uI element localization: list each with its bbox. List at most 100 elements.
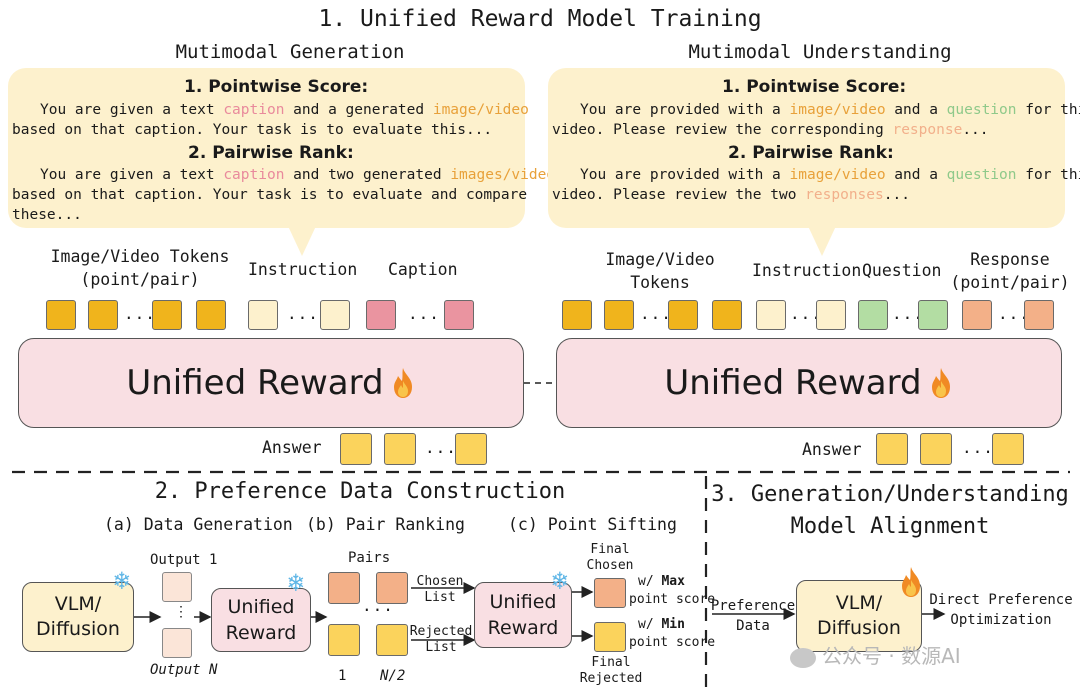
image-token [712, 300, 742, 330]
flame-icon [393, 368, 412, 398]
vertical-ellipsis: ⋮ [174, 604, 188, 620]
dpo-label: Direct Preference Optimization [929, 592, 1073, 628]
answer-token [992, 433, 1024, 465]
bubble-tail [808, 226, 836, 256]
output-1-label: Output 1 [150, 552, 218, 568]
watermark: 公众号 · 数源AI [790, 640, 961, 669]
left-pairwise-line2: based on that caption. Your task is to e… [12, 187, 528, 203]
image-token [668, 300, 698, 330]
output-n-label: Output N [150, 662, 218, 678]
left-pairwise-heading: 2. Pairwise Rank: [188, 143, 354, 163]
right-answer-label: Answer [802, 440, 862, 459]
final-rejected-label: Final Rejected [579, 655, 643, 686]
left-pointwise-heading: 1. Pointwise Score: [184, 77, 369, 97]
right-pairwise-line1: You are provided with a image/video and … [580, 167, 1080, 183]
step-b-label: (b) Pair Ranking [306, 515, 465, 534]
instruction-token [248, 300, 278, 330]
step-c-label: (c) Point Sifting [508, 515, 677, 534]
unified-reward-ranker: Unified Reward [211, 588, 311, 652]
left-pairwise-line1: You are given a text caption and two gen… [40, 167, 564, 183]
main-title: 1. Unified Reward Model Training [318, 6, 762, 32]
chosen-pair-token [328, 572, 360, 604]
answer-token [340, 433, 372, 465]
vlm-diffusion-generator: VLM/ Diffusion [22, 582, 134, 652]
token-ellipsis: ... [892, 304, 924, 323]
rejected-list-label: Rejected List [409, 624, 473, 655]
right-pairwise-heading: 2. Pairwise Rank: [728, 143, 894, 163]
image-token [562, 300, 592, 330]
question-token [858, 300, 888, 330]
image-token [196, 300, 226, 330]
vlm-diffusion-policy: VLM/ Diffusion [796, 580, 922, 652]
max-score-label: w/ Max [638, 574, 685, 589]
chosen-list-label: Chosen List [416, 574, 464, 605]
max-score-label-2: point score [629, 592, 716, 607]
output-token [162, 572, 192, 602]
image-token [152, 300, 182, 330]
right-unified-reward-model: Unified Reward [556, 338, 1062, 428]
pairs-label: Pairs [348, 550, 391, 566]
preference-data-label: Preference Data [710, 598, 796, 634]
instruction-token [320, 300, 350, 330]
final-chosen-token [594, 578, 626, 608]
token-ellipsis: ... [408, 304, 440, 323]
token-ellipsis: ... [998, 304, 1030, 323]
left-label-instruction: Instruction [248, 260, 358, 279]
rejected-pair-token [376, 624, 408, 656]
token-ellipsis: ... [124, 304, 156, 323]
right-heading: Mutimodal Understanding [688, 41, 952, 63]
pair-n2-label: N/2 [380, 668, 406, 684]
final-chosen-label: Final Chosen [586, 542, 634, 573]
left-answer-label: Answer [262, 438, 322, 457]
pair-1-label: 1 [338, 668, 347, 684]
flame-icon [902, 567, 920, 597]
flame-icon [931, 368, 950, 398]
token-ellipsis: ... [287, 304, 319, 323]
left-pointwise-line1: You are given a text caption and a gener… [40, 102, 529, 118]
right-pointwise-line2: video. Please review the corresponding r… [552, 122, 989, 138]
min-score-label: w/ Min [638, 617, 685, 632]
final-rejected-token [594, 622, 626, 652]
rejected-pair-token [328, 624, 360, 656]
left-unified-reward-model: Unified Reward [18, 338, 524, 428]
unified-reward-sifter: Unified Reward [474, 582, 572, 648]
bubble-tail [288, 226, 316, 256]
snowflake-icon: ❄ [114, 566, 130, 596]
left-pointwise-line2: based on that caption. Your task is to e… [12, 122, 493, 138]
question-token [918, 300, 948, 330]
token-ellipsis: ... [640, 304, 672, 323]
left-pairwise-line3: these... [12, 207, 82, 223]
image-token [46, 300, 76, 330]
image-token [88, 300, 118, 330]
right-label-instruction: Instruction [752, 261, 862, 280]
right-pointwise-heading: 1. Pointwise Score: [722, 77, 907, 97]
output-token [162, 628, 192, 658]
token-ellipsis: ... [790, 304, 822, 323]
caption-token [366, 300, 396, 330]
caption-token [444, 300, 474, 330]
snowflake-icon: ❄ [552, 566, 568, 596]
snowflake-icon: ❄ [288, 568, 304, 598]
answer-token [876, 433, 908, 465]
right-label-question: Question [862, 261, 942, 280]
wechat-icon [790, 647, 816, 668]
section2-title: 2. Preference Data Construction [154, 479, 566, 504]
instruction-token [816, 300, 846, 330]
right-label-response: Response(point/pair) [950, 250, 1070, 292]
step-a-label: (a) Data Generation [104, 515, 293, 534]
response-token [1024, 300, 1054, 330]
right-pairwise-line2: video. Please review the two responses..… [552, 187, 910, 203]
left-heading: Mutimodal Generation [175, 41, 405, 63]
chosen-pair-token [376, 572, 408, 604]
min-score-label-2: point score [629, 635, 716, 650]
right-prompt-bubble [548, 68, 1065, 256]
instruction-token [756, 300, 786, 330]
answer-token [455, 433, 487, 465]
right-pointwise-line1: You are provided with a image/video and … [580, 102, 1080, 118]
left-prompt-bubble [8, 68, 525, 256]
token-ellipsis: ... [962, 438, 994, 457]
image-token [604, 300, 634, 330]
